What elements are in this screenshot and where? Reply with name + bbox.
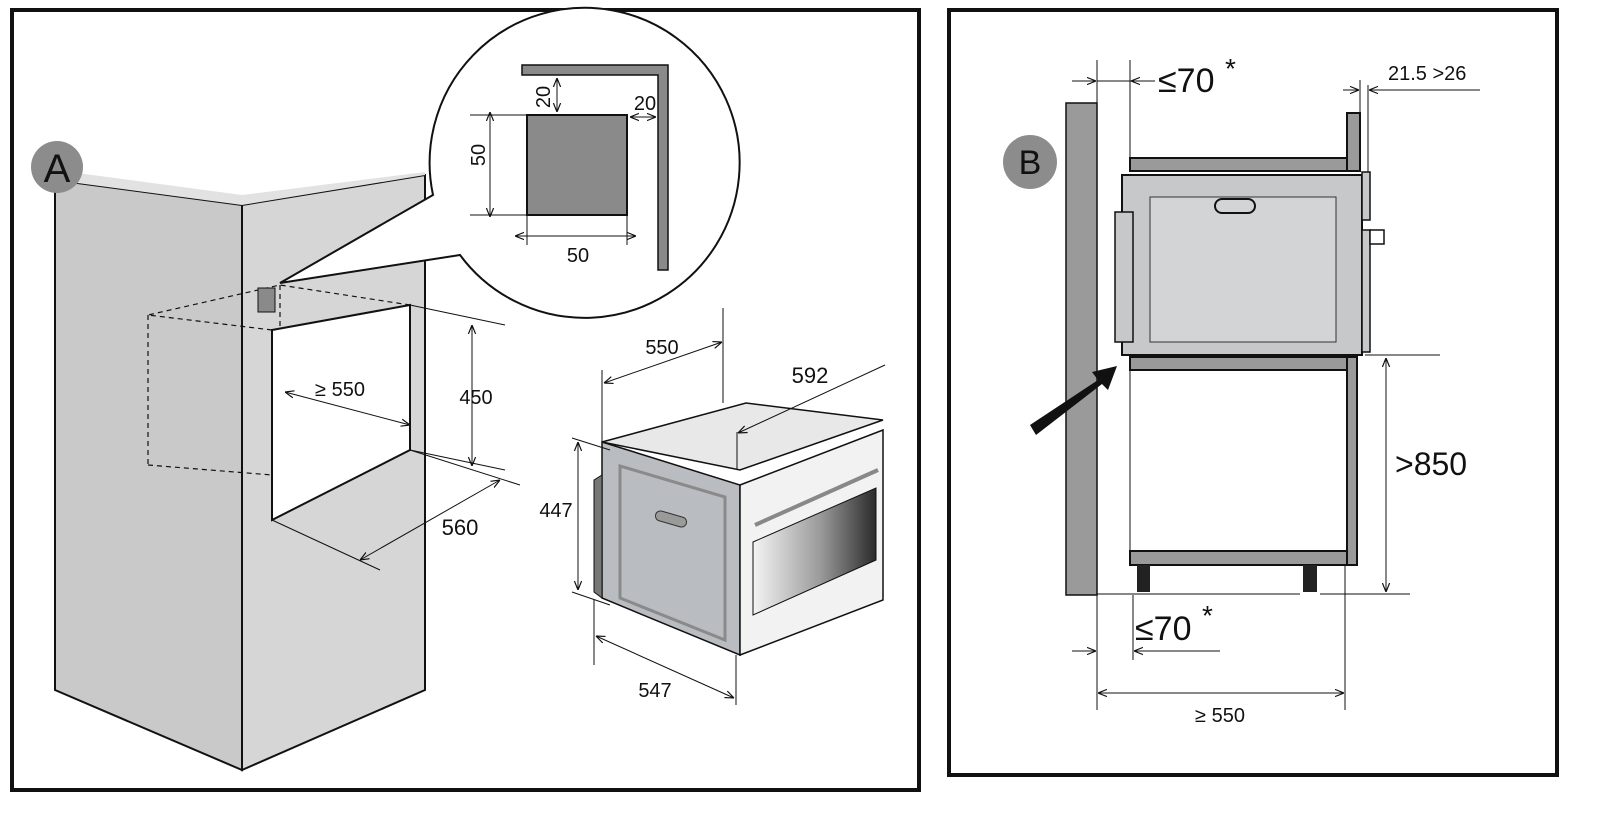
panel-a: 20 20 50 50 450 ≥ 550 560: [10, 6, 921, 792]
cabinet-foot: [1303, 565, 1317, 592]
top-gap-asterisk: *: [1225, 53, 1236, 84]
niche-depth-label: 560: [442, 515, 479, 540]
callout-dim-top: 20: [533, 86, 555, 108]
front-trim: [1361, 171, 1371, 221]
oven-side-handle: [654, 510, 688, 528]
cabinet-side-panel-top: [1346, 112, 1361, 172]
callout-dim-bottom: 50: [567, 245, 589, 267]
vent-detail: [526, 114, 628, 216]
cabinet-corner-profile: [521, 64, 669, 271]
wall: [1065, 102, 1098, 596]
oven-door: [1361, 229, 1371, 353]
vent-opening: [257, 287, 276, 313]
door-handle: [1369, 229, 1385, 245]
oven-depth-top-label: 550: [645, 337, 678, 359]
panel-b-frame: [947, 8, 1559, 777]
oven-height-label: 447: [539, 500, 572, 522]
oven-handle: [1214, 198, 1256, 214]
floor-height-label: >850: [1395, 446, 1467, 482]
panel-b-badge-label: B: [1019, 144, 1042, 182]
oven-door-handle: [754, 468, 879, 527]
callout-dim-left: 50: [468, 144, 490, 166]
callout-bubble: [279, 6, 741, 319]
callout-dim-right: 20: [634, 93, 656, 115]
panel-thickness-label: 21.5 >26: [1388, 63, 1466, 85]
niche-height-label: 450: [459, 387, 492, 409]
oven-side-panel: [1149, 196, 1337, 343]
panel-b-badge: [1003, 135, 1057, 189]
oven-top: [601, 402, 884, 471]
bottom-gap-label: ≤70: [1135, 610, 1191, 648]
panel-a-badge: [31, 141, 83, 193]
control-panel: [1114, 211, 1134, 343]
bottom-shelf: [1129, 550, 1348, 566]
oven-width-label: 592: [792, 363, 829, 388]
cabinet-top: [55, 172, 425, 205]
oven-depth-bottom-label: 547: [638, 680, 671, 702]
oven-knob-strip: [593, 474, 603, 599]
top-gap-label: ≤70: [1158, 62, 1214, 100]
ventilation-arrow-icon: [1030, 366, 1117, 435]
niche-depth-lines: [147, 284, 411, 476]
panel-b: B ≤: [947, 8, 1559, 777]
panel-a-badge-label: A: [44, 147, 71, 191]
oven-door-glass: [752, 487, 877, 616]
cabinet-foot: [1137, 565, 1150, 592]
support-shelf: [1129, 356, 1348, 371]
niche-width-label: ≥ 550: [315, 379, 365, 401]
bottom-gap-asterisk: *: [1202, 600, 1213, 631]
top-shelf: [1129, 157, 1348, 172]
cabinet-side: [54, 178, 243, 772]
cabinet-side-panel-bottom: [1346, 356, 1358, 566]
depth-label: ≥ 550: [1195, 705, 1245, 727]
